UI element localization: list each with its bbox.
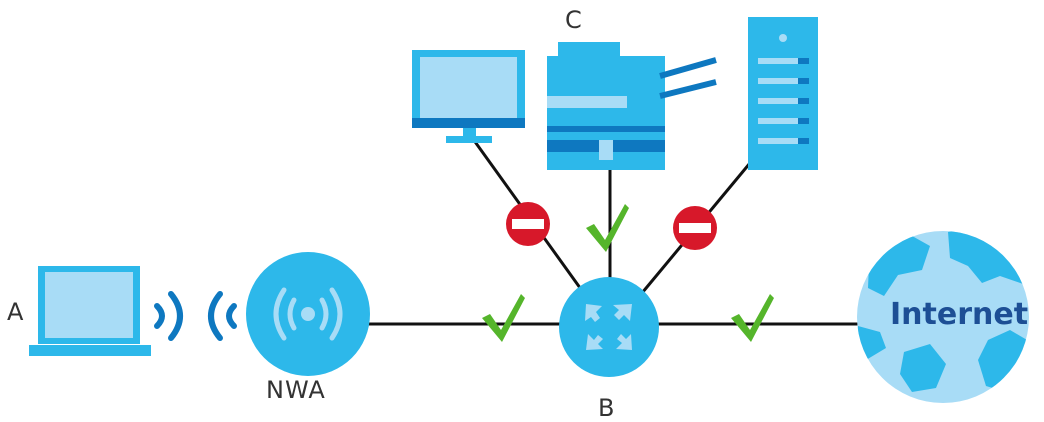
blocked-icon [506, 202, 550, 246]
label-c: C [565, 8, 582, 32]
label-a: A [7, 300, 23, 324]
check-icon [482, 294, 525, 342]
laptop-icon [29, 266, 151, 356]
check-icon [731, 294, 774, 342]
label-nwa: NWA [266, 378, 326, 402]
label-b: B [598, 396, 614, 420]
access-point-icon [246, 252, 370, 376]
check-icon [586, 204, 629, 252]
label-internet: Internet [890, 300, 1028, 330]
monitor-icon [412, 50, 525, 143]
router-icon [559, 277, 659, 377]
server-icon [748, 17, 818, 170]
blocked-icon [673, 206, 717, 250]
printer-icon [547, 42, 716, 170]
wireless-signal-icon [157, 294, 234, 338]
